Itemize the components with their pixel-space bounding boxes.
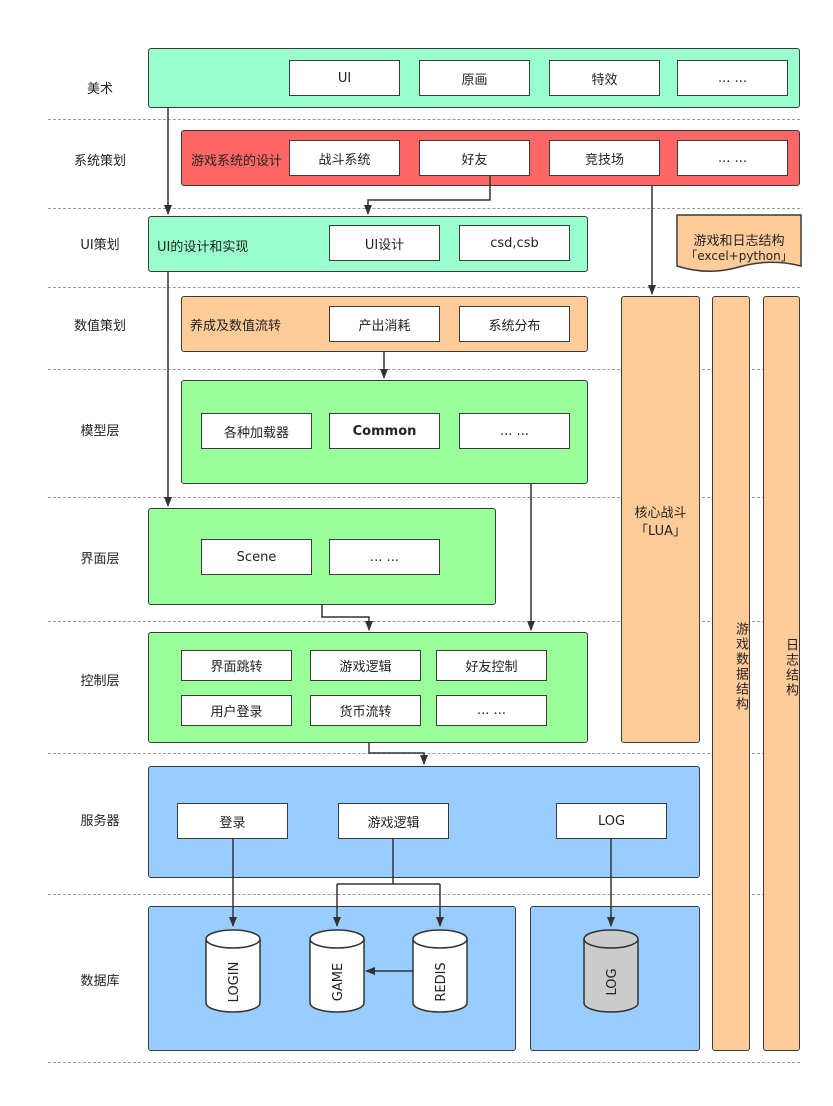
control-item-friends: 好友控制 bbox=[436, 650, 547, 681]
art-item-concept: 原画 bbox=[419, 60, 530, 96]
row-divider bbox=[48, 369, 800, 370]
row-label-database: 数据库 bbox=[80, 974, 120, 989]
art-item-effects: 特效 bbox=[549, 60, 660, 96]
row-divider bbox=[48, 208, 800, 209]
server-item-logic: 游戏逻辑 bbox=[338, 803, 449, 839]
db-label-redis: REDIS bbox=[434, 962, 449, 1001]
system-item-more: ... ... bbox=[677, 140, 788, 176]
system-item-arena: 竞技场 bbox=[549, 140, 660, 176]
db-cylinder-redis bbox=[412, 929, 468, 1013]
core-battle-line1: 核心战斗 bbox=[634, 506, 687, 521]
view-item-more: ... ... bbox=[329, 539, 440, 575]
row-divider bbox=[48, 119, 800, 120]
ui-item-csd: csd,csb bbox=[459, 225, 570, 261]
value-item-output: 产出消耗 bbox=[329, 306, 440, 342]
model-item-loaders: 各种加载器 bbox=[201, 413, 312, 449]
game-data-label: 游戏数据结构 bbox=[733, 622, 748, 712]
control-item-logic: 游戏逻辑 bbox=[310, 650, 421, 681]
row-label-model-layer: 模型层 bbox=[80, 424, 120, 439]
note-line1: 游戏和日志结构 bbox=[693, 234, 785, 249]
value-item-distribution: 系统分布 bbox=[459, 306, 570, 342]
ui-item-design: UI设计 bbox=[329, 225, 440, 261]
control-item-currency: 货币流转 bbox=[310, 695, 421, 726]
db-label-login: LOGIN bbox=[227, 962, 242, 1003]
db-cylinder-login bbox=[205, 929, 261, 1013]
log-struct-column bbox=[763, 296, 800, 1051]
core-battle-line2: 「LUA」 bbox=[634, 524, 686, 539]
row-label-control-layer: 控制层 bbox=[80, 674, 120, 689]
control-item-login: 用户登录 bbox=[181, 695, 292, 726]
model-item-common: Common bbox=[329, 413, 440, 449]
row-label-value-plan: 数值策划 bbox=[73, 319, 126, 334]
ui-plan-title: UI的设计和实现 bbox=[157, 240, 249, 255]
art-item-more: ... ... bbox=[677, 60, 788, 96]
system-item-friends: 好友 bbox=[419, 140, 530, 176]
server-item-login: 登录 bbox=[177, 803, 288, 839]
art-item-ui: UI bbox=[289, 60, 400, 96]
note-line2: 「excel+python」 bbox=[685, 249, 793, 263]
row-label-art: 美术 bbox=[86, 82, 113, 97]
db-label-log: LOG bbox=[605, 968, 620, 995]
db-cylinder-game bbox=[309, 929, 365, 1013]
row-label-view-layer: 界面层 bbox=[80, 552, 120, 567]
log-struct-label: 日志结构 bbox=[783, 638, 798, 698]
db-label-game: GAME bbox=[331, 963, 346, 1001]
model-item-more: ... ... bbox=[459, 413, 570, 449]
row-label-ui-plan: UI策划 bbox=[80, 238, 120, 253]
core-battle-column bbox=[621, 296, 700, 743]
view-item-scene: Scene bbox=[201, 539, 312, 575]
system-item-battle: 战斗系统 bbox=[289, 140, 400, 176]
control-item-more: ... ... bbox=[436, 695, 547, 726]
note-shape bbox=[676, 214, 802, 272]
server-item-log: LOG bbox=[556, 803, 667, 839]
db-cylinder-log bbox=[583, 929, 639, 1013]
control-item-nav: 界面跳转 bbox=[181, 650, 292, 681]
row-divider bbox=[48, 894, 800, 895]
system-plan-title: 游戏系统的设计 bbox=[191, 154, 283, 169]
row-divider bbox=[48, 621, 800, 622]
row-divider bbox=[48, 497, 800, 498]
row-divider bbox=[48, 287, 800, 288]
row-divider bbox=[48, 1062, 800, 1063]
value-plan-title: 养成及数值流转 bbox=[190, 319, 282, 334]
row-label-server: 服务器 bbox=[80, 814, 120, 829]
row-label-system-plan: 系统策划 bbox=[73, 154, 126, 169]
game-data-column bbox=[712, 296, 750, 1051]
